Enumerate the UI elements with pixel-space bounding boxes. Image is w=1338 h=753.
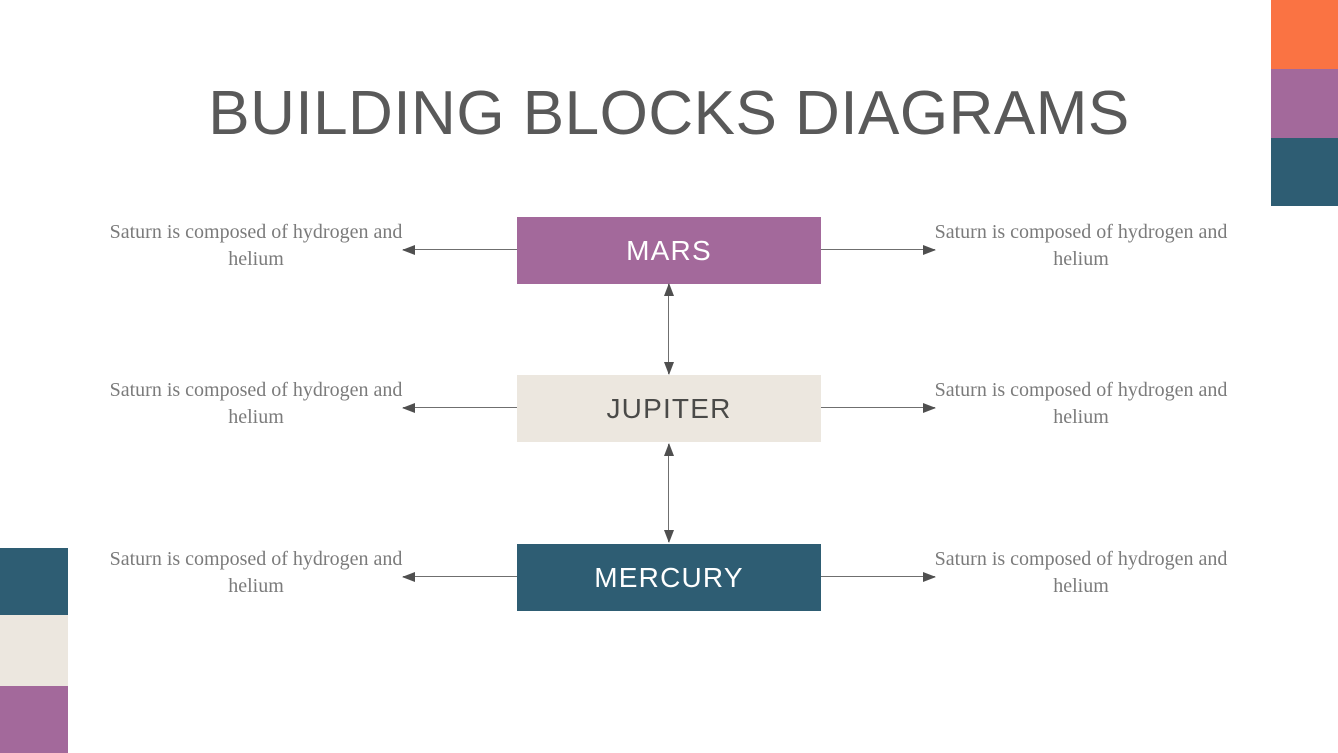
arrow-left-icon xyxy=(402,403,517,413)
arrow-head-down xyxy=(663,530,674,543)
block-jupiter[interactable]: JUPITER xyxy=(517,375,821,442)
arrow-shaft xyxy=(821,249,935,251)
arrow-right-icon xyxy=(821,245,936,255)
arrow-left-icon xyxy=(402,245,517,255)
arrow-shaft xyxy=(821,576,935,578)
decoration-top-right-orange xyxy=(1271,0,1338,69)
mars-left-description: Saturn is composed of hydrogen and heliu… xyxy=(109,221,403,270)
arrow-right-icon xyxy=(821,403,936,413)
arrow-head xyxy=(402,245,415,255)
arrow-shaft xyxy=(403,249,517,251)
arrow-left-icon xyxy=(402,572,517,582)
block-jupiter-label: JUPITER xyxy=(606,392,732,424)
arrow-up-down-icon-jupiter-mercury xyxy=(663,443,674,543)
arrow-shaft xyxy=(403,407,517,409)
block-mars-label: MARS xyxy=(626,234,712,266)
decoration-top-right-purple xyxy=(1271,69,1338,138)
arrow-head-up xyxy=(663,443,674,456)
page-title: BUILDING BLOCKS DIAGRAMS xyxy=(208,79,1130,148)
arrow-shaft xyxy=(403,576,517,578)
arrow-head xyxy=(923,403,936,413)
arrow-head-down xyxy=(663,362,674,375)
decoration-bottom-left-teal xyxy=(0,548,68,615)
arrow-up-down-icon-mars-jupiter xyxy=(663,283,674,375)
decoration-top-right-teal xyxy=(1271,138,1338,206)
arrow-head xyxy=(923,572,936,582)
jupiter-right-description: Saturn is composed of hydrogen and heliu… xyxy=(934,379,1228,428)
mercury-left-description: Saturn is composed of hydrogen and heliu… xyxy=(109,548,403,597)
mars-right-description: Saturn is composed of hydrogen and heliu… xyxy=(934,221,1228,270)
block-mercury-label: MERCURY xyxy=(594,561,744,593)
block-mercury[interactable]: MERCURY xyxy=(517,544,821,611)
jupiter-left-description: Saturn is composed of hydrogen and heliu… xyxy=(109,379,403,428)
arrow-head xyxy=(402,572,415,582)
arrow-head xyxy=(402,403,415,413)
decoration-bottom-left-cream xyxy=(0,615,68,686)
arrow-shaft xyxy=(668,444,670,542)
decoration-bottom-left-purple xyxy=(0,686,68,753)
arrow-head-up xyxy=(663,283,674,296)
mercury-right-description: Saturn is composed of hydrogen and heliu… xyxy=(934,548,1228,597)
arrow-shaft xyxy=(668,284,670,374)
arrow-head xyxy=(923,245,936,255)
arrow-shaft xyxy=(821,407,935,409)
arrow-right-icon xyxy=(821,572,936,582)
block-mars[interactable]: MARS xyxy=(517,217,821,284)
